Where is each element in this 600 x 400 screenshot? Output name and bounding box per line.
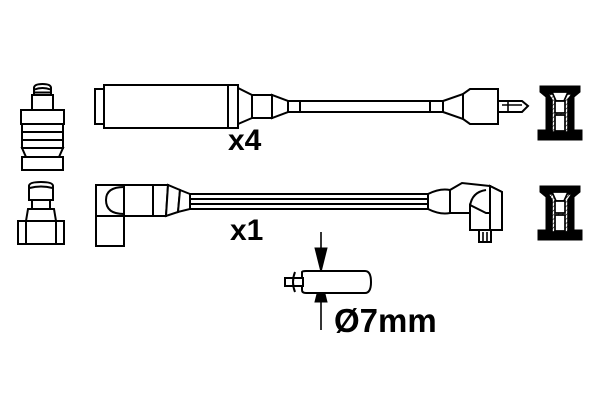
quantity-label-x4: x4 xyxy=(228,124,262,157)
angled-plug-connector-cable xyxy=(95,181,503,247)
grommet-seal-upper xyxy=(537,85,583,141)
quantity-label-x1: x1 xyxy=(230,214,263,247)
rubber-boot-plain xyxy=(17,180,65,245)
rubber-boot-ribbed xyxy=(20,82,65,171)
diameter-label: Ø7mm xyxy=(334,302,437,339)
straight-plug-connector-cable xyxy=(94,84,530,129)
cable-cross-section xyxy=(284,232,373,330)
grommet-seal-lower xyxy=(537,185,583,241)
